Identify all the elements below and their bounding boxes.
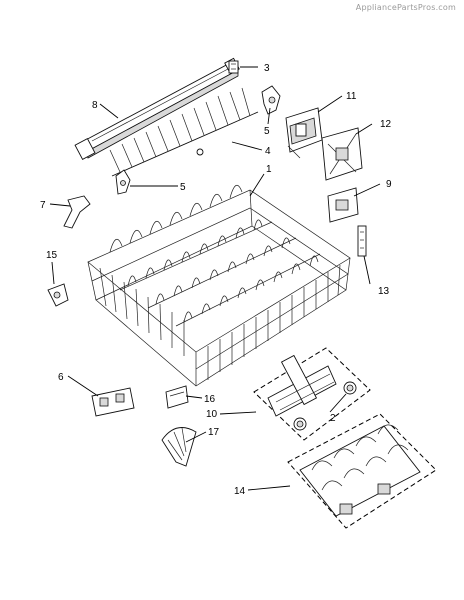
rack-tine-rows [119, 219, 321, 327]
callout-2: 2 [330, 413, 336, 424]
callout-9: 9 [386, 179, 392, 190]
part-17-fan-clip[interactable] [161, 427, 197, 467]
part-2-wheel[interactable] [293, 381, 357, 431]
part-13-actuator-bar[interactable] [357, 225, 367, 257]
callout-6: 6 [58, 372, 64, 383]
watermark-text: AppliancePartsPros.com [355, 3, 456, 12]
callout-numbers: 3 8 11 12 5 4 1 5 9 7 15 13 6 16 10 2 17… [40, 63, 392, 497]
part-8-rack-rail[interactable] [74, 57, 240, 160]
part-15-stop-clip[interactable] [47, 283, 69, 307]
part-5-pivot-clip-lower[interactable] [115, 169, 131, 195]
callout-10: 10 [206, 409, 218, 420]
rack-front-wires [99, 264, 341, 380]
callout-14: 14 [234, 486, 246, 497]
part-14-cup-shelf[interactable] [287, 413, 437, 529]
callout-16: 16 [204, 394, 216, 405]
part-9-actuator-plate[interactable] [327, 187, 359, 223]
callout-5-lower: 5 [180, 182, 186, 193]
leader-lines [49, 66, 381, 491]
part-5-pivot-clip-upper[interactable] [261, 85, 281, 115]
callout-5-upper: 5 [264, 126, 270, 137]
part-3-clip[interactable] [228, 60, 239, 74]
callout-12: 12 [380, 119, 392, 130]
part-1-dishrack[interactable] [87, 184, 351, 387]
part-4-tine-row[interactable] [109, 87, 259, 177]
callout-4: 4 [265, 146, 271, 157]
callout-7: 7 [40, 200, 46, 211]
callout-13: 13 [378, 286, 390, 297]
part-10-adjuster-assembly[interactable] [253, 347, 371, 441]
callout-15: 15 [46, 250, 58, 261]
part-6-hinge-bracket[interactable] [91, 387, 135, 417]
callout-8: 8 [92, 100, 98, 111]
callout-1: 1 [266, 164, 272, 175]
callout-3: 3 [264, 63, 270, 74]
callout-11: 11 [346, 91, 357, 102]
callout-17: 17 [208, 427, 220, 438]
part-12-adjuster-cover[interactable] [321, 127, 363, 181]
part-16-bracket[interactable] [165, 385, 189, 409]
part-7-latch[interactable] [63, 195, 91, 229]
part-11-adjuster-housing[interactable] [285, 107, 323, 159]
